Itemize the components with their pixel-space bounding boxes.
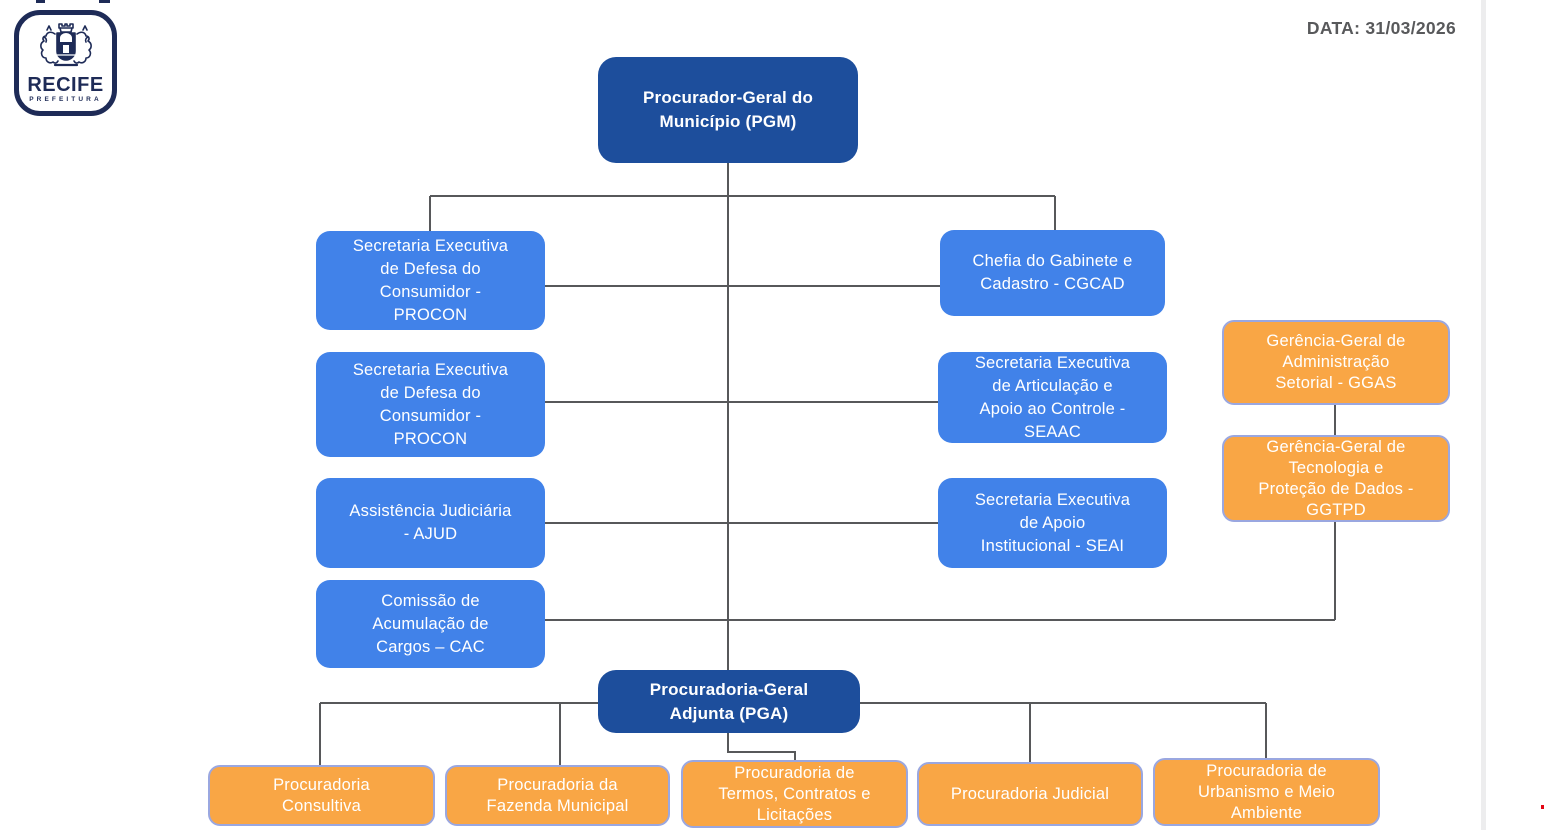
node-label: Procuradoria-Geral Adjunta (PGA) [649, 679, 809, 723]
node-label: Secretaria Executiva de Defesa do Consum… [352, 360, 509, 448]
node-label: Secretaria Executiva de Defesa do Consum… [352, 236, 509, 324]
node-label: Procuradoria Judicial [950, 784, 1110, 803]
node-ajud[interactable]: Assistência Judiciária - AJUD [316, 478, 545, 568]
red-artifact-dot [1541, 805, 1544, 809]
node-seaac[interactable]: Secretaria Executiva de Articulação e Ap… [938, 352, 1167, 443]
page-divider [1481, 0, 1486, 830]
node-label: Secretaria Executiva de Apoio Institucio… [974, 490, 1131, 555]
logo-wordmark: RECIFE [27, 74, 104, 96]
node-label: Chefia do Gabinete e Cadastro - CGCAD [972, 252, 1133, 293]
node-label: Procuradoria Consultiva [273, 775, 370, 815]
node-label: Procuradoria da Fazenda Municipal [486, 775, 629, 815]
node-procuradoria-termos[interactable]: Procuradoria de Termos, Contratos e Lici… [681, 760, 908, 828]
node-pgm[interactable]: Procurador-Geral do Município (PGM) [598, 57, 858, 163]
node-procon-2[interactable]: Secretaria Executiva de Defesa do Consum… [316, 352, 545, 457]
node-procuradoria-fazenda[interactable]: Procuradoria da Fazenda Municipal [445, 765, 670, 826]
recife-crest-icon [39, 23, 92, 67]
node-pga[interactable]: Procuradoria-Geral Adjunta (PGA) [598, 670, 860, 733]
clipped-edge-mark [99, 0, 110, 3]
node-cgcad[interactable]: Chefia do Gabinete e Cadastro - CGCAD [940, 230, 1165, 316]
node-label: Secretaria Executiva de Articulação e Ap… [974, 353, 1131, 441]
node-label: Procurador-Geral do Município (PGM) [642, 88, 814, 131]
node-label: Assistência Judiciária - AJUD [349, 502, 512, 543]
node-procon-1[interactable]: Secretaria Executiva de Defesa do Consum… [316, 231, 545, 330]
node-procuradoria-urbanismo[interactable]: Procuradoria de Urbanismo e Meio Ambient… [1153, 758, 1380, 826]
node-cac[interactable]: Comissão de Acumulação de Cargos – CAC [316, 580, 545, 668]
node-ggas[interactable]: Gerência-Geral de Administração Setorial… [1222, 320, 1450, 405]
node-label: Gerência-Geral de Administração Setorial… [1266, 332, 1406, 392]
node-label: Procuradoria de Urbanismo e Meio Ambient… [1197, 761, 1336, 822]
recife-logo: RECIFE PREFEITURA [14, 10, 117, 116]
date-label: DATA: 31/03/2026 [1306, 18, 1456, 38]
node-procuradoria-consultiva[interactable]: Procuradoria Consultiva [208, 765, 435, 826]
clipped-edge-mark [36, 0, 45, 3]
node-label: Comissão de Acumulação de Cargos – CAC [372, 591, 489, 656]
logo-subtitle: PREFEITURA [29, 96, 102, 103]
node-label: Gerência-Geral de Tecnologia e Proteção … [1258, 437, 1414, 519]
node-ggtpd[interactable]: Gerência-Geral de Tecnologia e Proteção … [1222, 435, 1450, 522]
node-procuradoria-judicial[interactable]: Procuradoria Judicial [917, 762, 1143, 826]
node-label: Procuradoria de Termos, Contratos e Lici… [718, 763, 871, 824]
node-seai[interactable]: Secretaria Executiva de Apoio Institucio… [938, 478, 1167, 568]
